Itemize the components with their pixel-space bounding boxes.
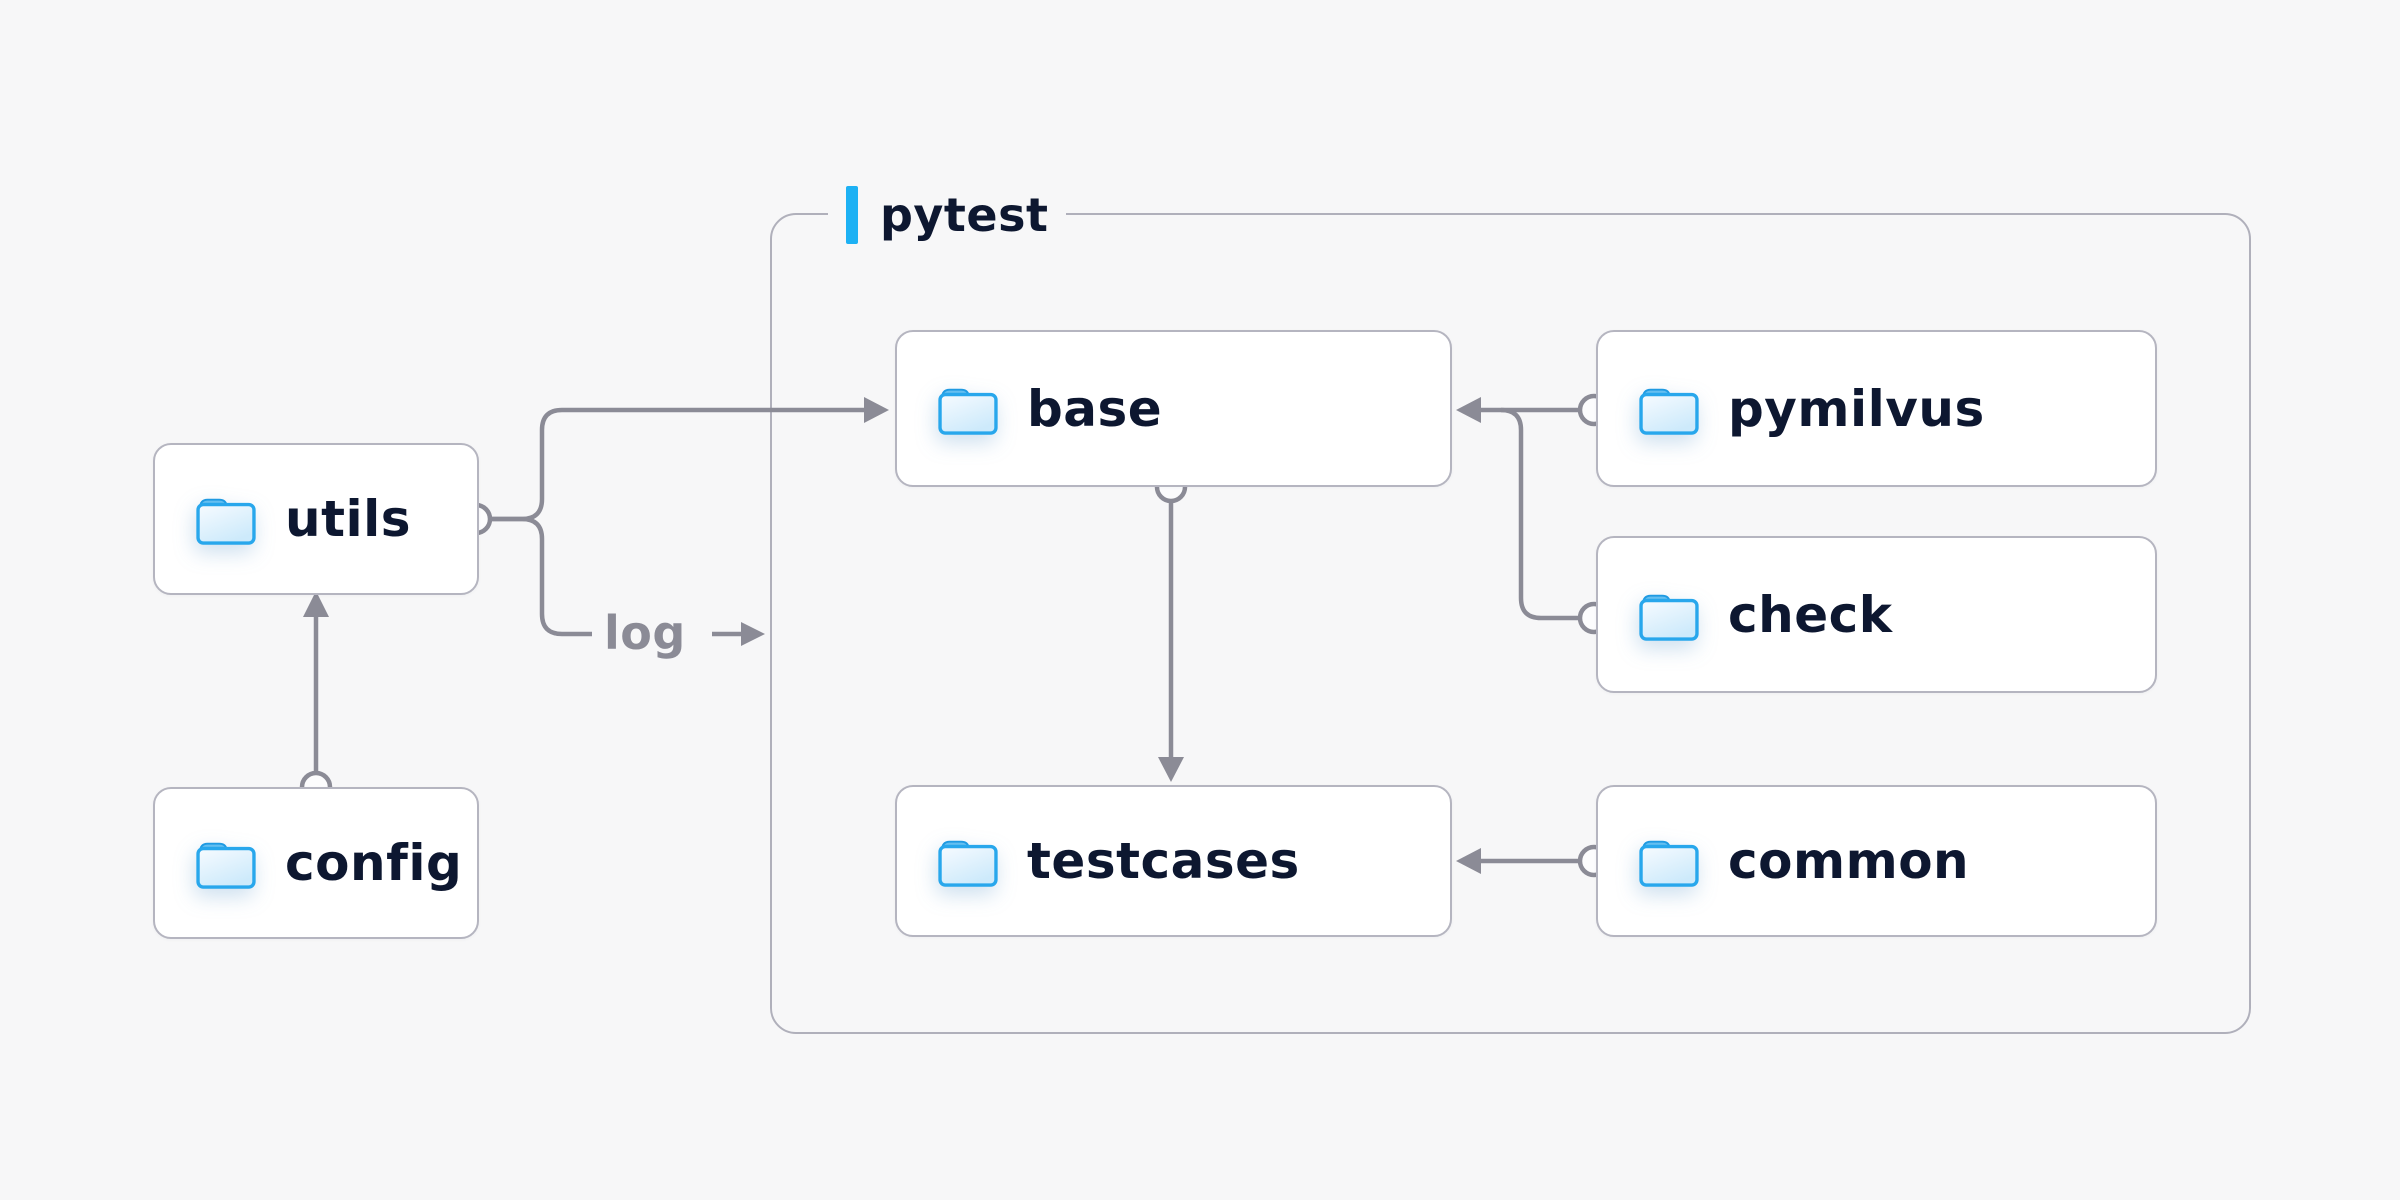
node-label: common — [1728, 832, 1970, 890]
edge-label-log: log — [604, 606, 686, 661]
node-label: check — [1728, 585, 1893, 644]
node-common: common — [1596, 785, 2157, 937]
node-check: check — [1596, 536, 2157, 693]
pytest-group-label: pytest — [828, 183, 1067, 247]
arrowhead-log-right-icon — [741, 622, 765, 646]
folder-icon — [195, 492, 257, 546]
node-label: utils — [285, 490, 412, 548]
folder-icon — [1638, 834, 1700, 888]
pytest-group-title: pytest — [880, 188, 1049, 242]
node-pymilvus: pymilvus — [1596, 330, 2157, 487]
folder-icon — [1638, 382, 1700, 436]
pytest-group: pytest — [770, 183, 2251, 1034]
node-label: testcases — [1027, 832, 1300, 890]
folder-icon — [1638, 588, 1700, 642]
node-testcases: testcases — [895, 785, 1452, 937]
node-label: base — [1027, 379, 1163, 438]
node-config: config — [153, 787, 479, 939]
node-label: config — [285, 834, 463, 892]
accent-bar-icon — [846, 186, 858, 244]
node-base: base — [895, 330, 1452, 487]
folder-icon — [937, 834, 999, 888]
folder-icon — [937, 382, 999, 436]
node-label: pymilvus — [1728, 379, 1985, 438]
edge-utils-log — [490, 516, 592, 637]
folder-icon — [195, 836, 257, 890]
node-utils: utils — [153, 443, 479, 595]
